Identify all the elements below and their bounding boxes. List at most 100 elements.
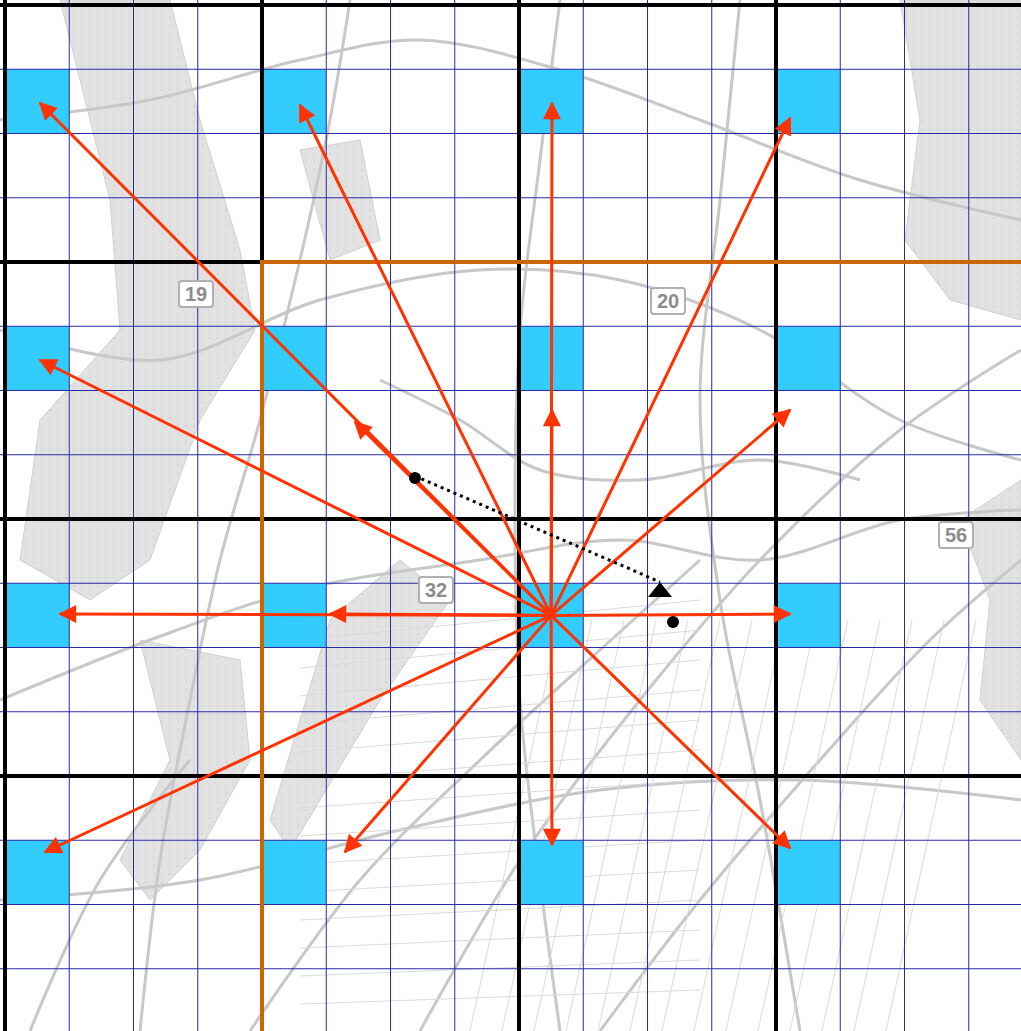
grid-line [0, 133, 1021, 134]
grid-line [904, 0, 905, 1031]
grid-line [0, 711, 1021, 712]
grid-line [0, 583, 1021, 584]
street-line [300, 870, 700, 892]
grid-line [0, 647, 1021, 648]
grid-line [454, 0, 455, 1031]
direction-arrow [551, 410, 790, 615]
road-shield: 19 [178, 280, 214, 308]
road-line [420, 350, 1021, 1031]
grid-line [0, 69, 1021, 70]
street-line [300, 780, 700, 808]
grid-line [5, 0, 6, 1031]
direction-arrow [45, 615, 551, 852]
direction-arrow [40, 103, 551, 615]
grid-line [0, 840, 1021, 841]
road-line [0, 269, 1021, 460]
grid-line [390, 0, 391, 1031]
map-streets [300, 600, 976, 1031]
sample-cell [5, 583, 69, 647]
grid-line [0, 968, 1021, 969]
block-line [0, 3, 1021, 7]
street-line [300, 690, 700, 724]
grid-line [133, 0, 134, 1031]
street-line [300, 960, 700, 976]
street-line [300, 630, 700, 668]
dotted-path [415, 476, 660, 582]
grid-line [968, 0, 969, 1031]
sample-cell [5, 326, 69, 390]
grid-line [583, 0, 584, 1031]
sample-cell [776, 326, 840, 390]
search-window [262, 262, 1021, 1031]
street-line [300, 600, 700, 640]
street-line [300, 660, 700, 696]
sample-cell [776, 840, 840, 904]
grid-line [0, 197, 1021, 198]
sample-cell [262, 69, 326, 133]
sample-cell [5, 840, 69, 904]
map-area [120, 640, 250, 900]
block-line [3, 0, 7, 1031]
sample-cell [519, 840, 583, 904]
block-line [774, 0, 778, 1031]
road-line [0, 510, 1021, 700]
road-line [0, 780, 1021, 900]
grid-line [776, 0, 777, 1031]
direction-arrow [345, 615, 551, 852]
block-line [0, 774, 1021, 778]
direction-arrow [355, 422, 551, 615]
grid-line [69, 0, 70, 1031]
grid-line [647, 0, 648, 1031]
grid-line [0, 776, 1021, 777]
road-line [0, 40, 1021, 220]
grid-line [711, 0, 712, 1031]
grid-line [0, 5, 1021, 6]
block-line [0, 517, 1021, 521]
street-line [300, 810, 700, 836]
direction-arrow [551, 614, 790, 615]
direction-arrow [40, 360, 551, 615]
road-line [250, 560, 700, 1031]
direction-arrow [550, 103, 554, 615]
direction-arrow [300, 105, 551, 615]
grid-line [197, 0, 198, 1031]
map-area [900, 0, 1021, 320]
road-shield: 56 [938, 521, 974, 549]
street-line [300, 990, 700, 1004]
grid-line [0, 519, 1021, 520]
block-line [517, 0, 521, 1031]
street-line [300, 930, 700, 948]
grid-line [0, 904, 1021, 905]
sample-cells [5, 69, 840, 904]
grid-line [840, 0, 841, 1031]
street-line [300, 900, 700, 920]
road-line [600, 560, 1021, 1031]
road-shield: 32 [418, 576, 454, 604]
direction-arrow [60, 614, 551, 615]
grid-line [0, 454, 1021, 455]
direction-arrow [551, 118, 790, 615]
query-triangle [648, 582, 672, 597]
road-shield: 20 [650, 287, 686, 315]
road-line [380, 380, 860, 480]
street-line [886, 620, 976, 1031]
street-line [300, 840, 700, 864]
direction-arrow [550, 410, 554, 615]
grid-line [519, 0, 520, 1031]
direction-arrow [330, 614, 551, 615]
grid-line [0, 390, 1021, 391]
grid-line [0, 326, 1021, 327]
road-line [140, 0, 350, 1031]
street-line [300, 720, 700, 752]
direction-arrow [551, 615, 790, 848]
direction-arrow [550, 615, 554, 845]
point-dot [409, 472, 421, 484]
arrows [40, 103, 790, 852]
point-dot [667, 616, 679, 628]
sample-cell [262, 840, 326, 904]
